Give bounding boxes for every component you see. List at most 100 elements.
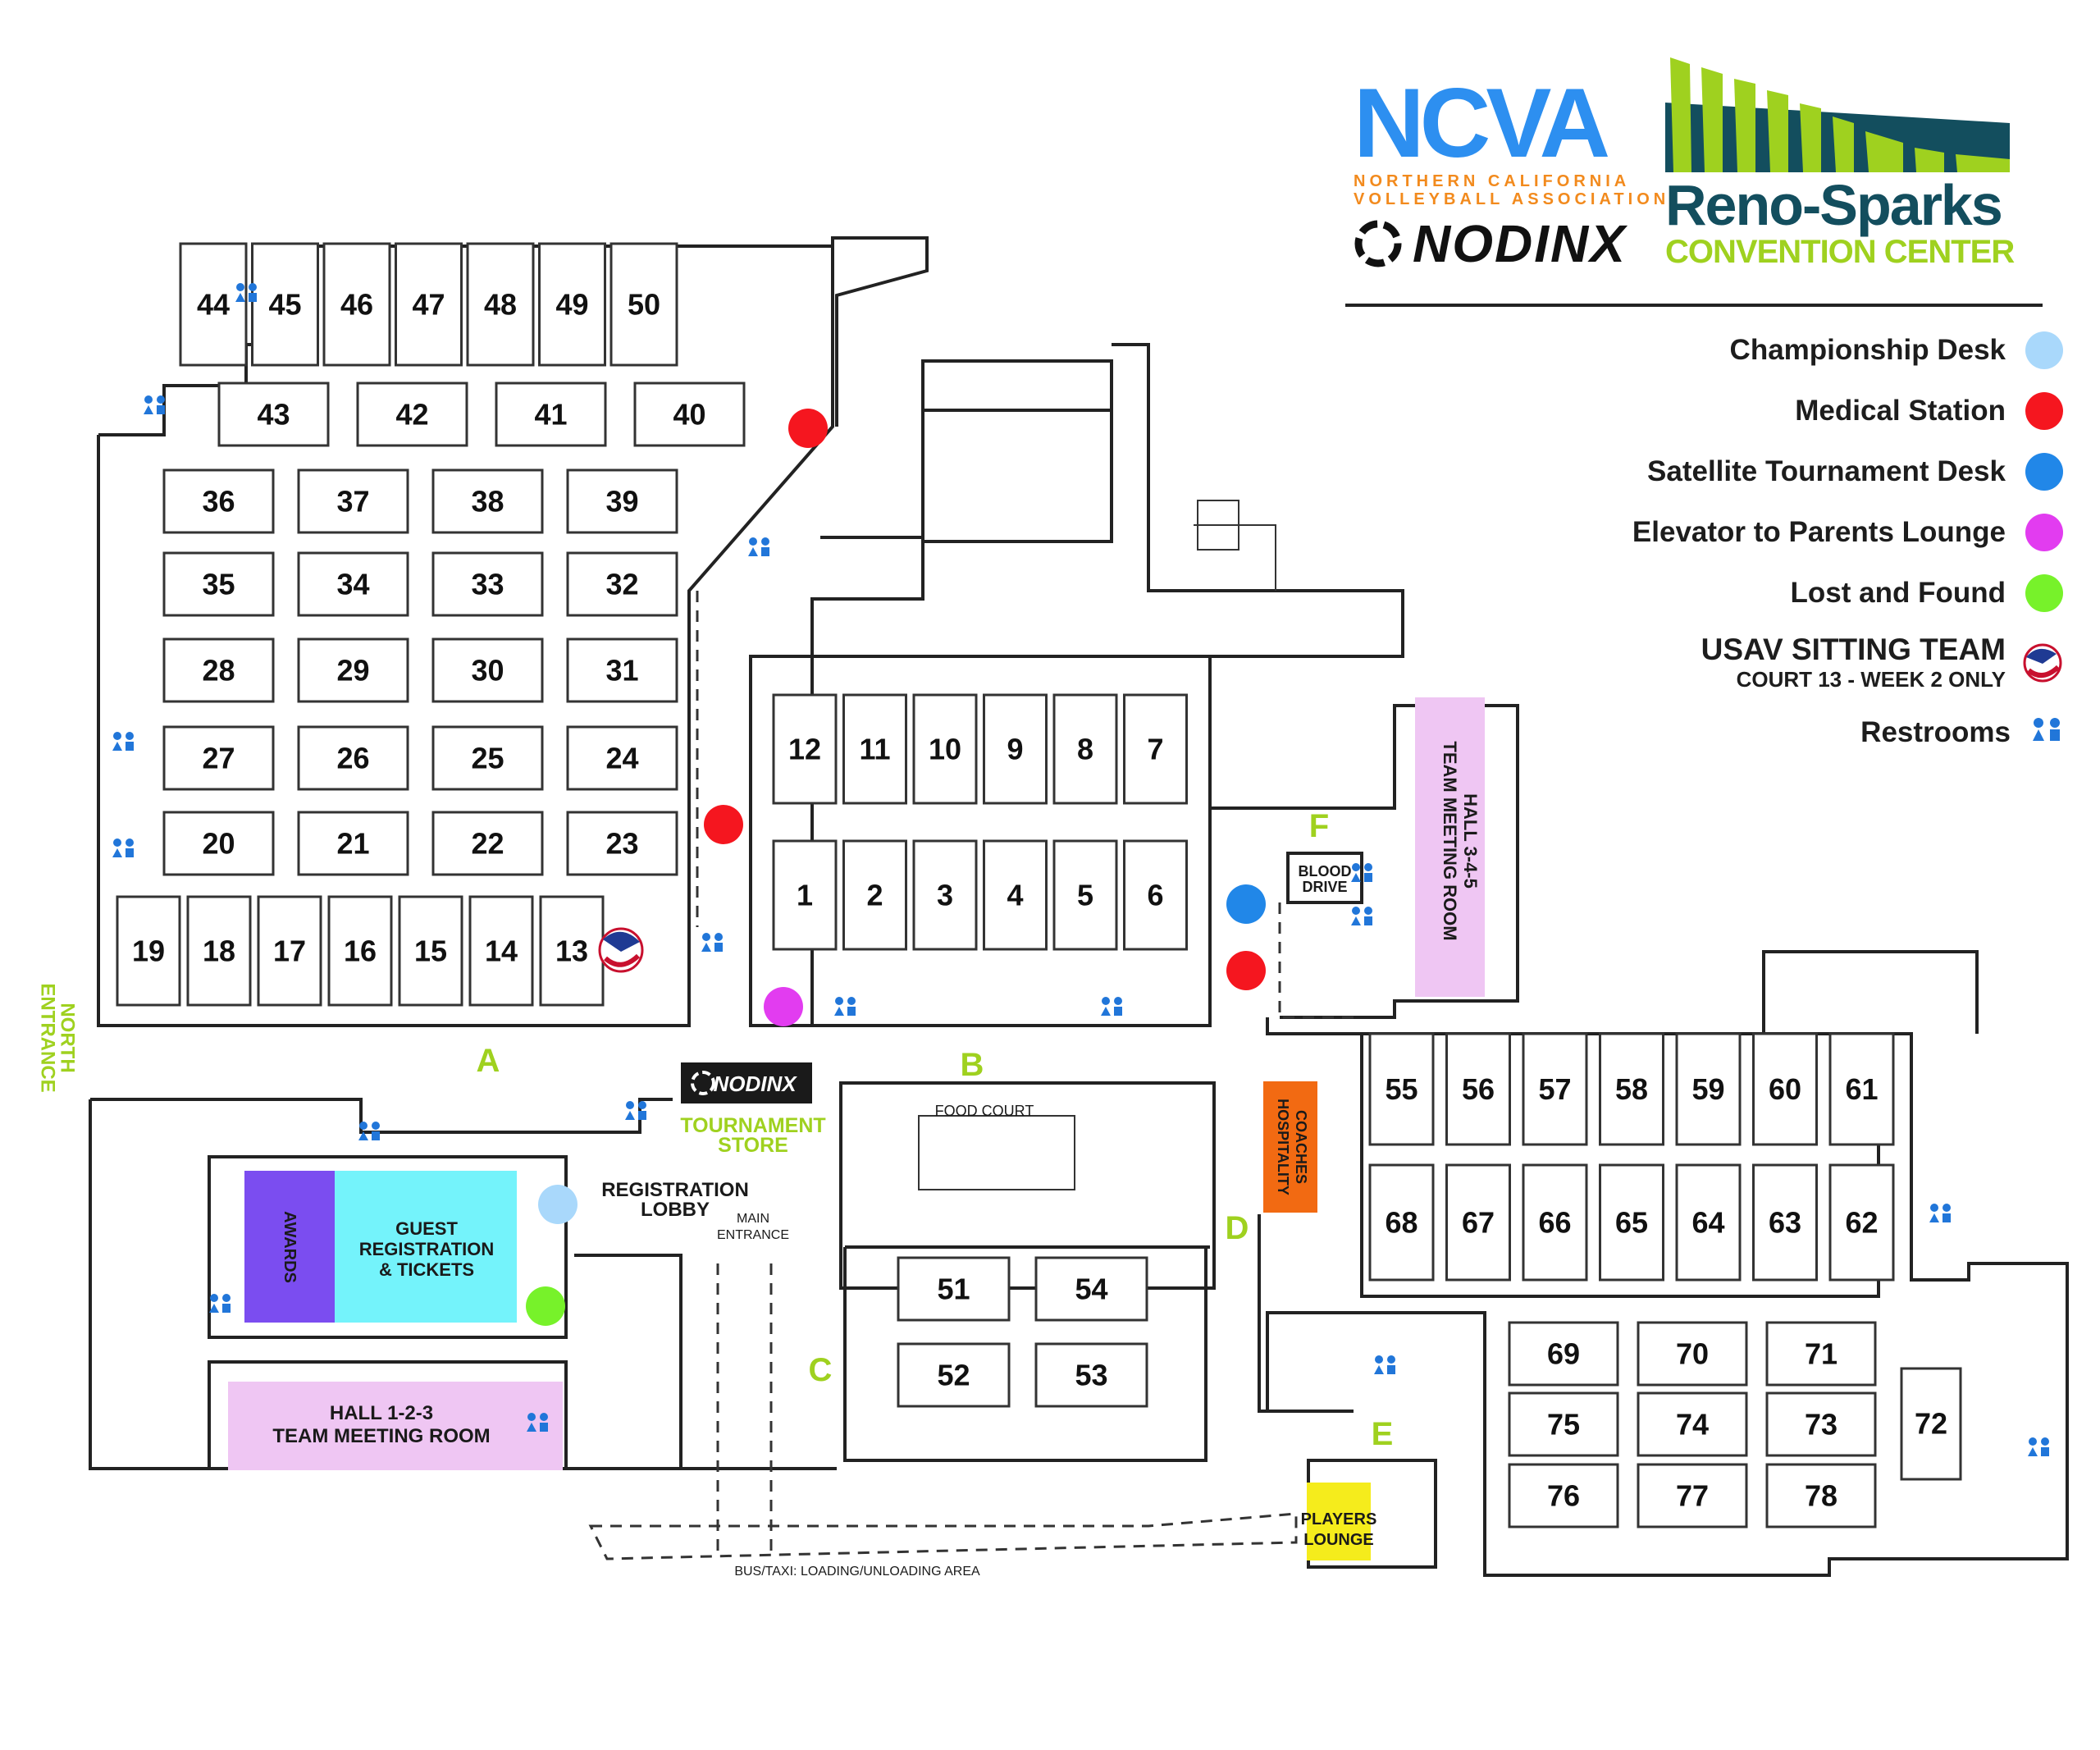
court-number: 55 xyxy=(1385,1072,1418,1106)
court-44[interactable]: 44 xyxy=(179,242,248,367)
court-box xyxy=(257,895,322,1007)
court-58[interactable]: 58 xyxy=(1599,1032,1664,1146)
legend-item-championship-desk: Championship Desk xyxy=(1571,320,2063,381)
court-38[interactable]: 38 xyxy=(431,468,544,534)
championship-desk-marker[interactable] xyxy=(538,1185,578,1224)
court-24[interactable]: 24 xyxy=(566,725,678,791)
court-35[interactable]: 35 xyxy=(162,551,275,617)
court-box xyxy=(162,811,275,876)
court-box xyxy=(217,382,330,447)
court-8[interactable]: 8 xyxy=(1052,693,1118,805)
court-59[interactable]: 59 xyxy=(1675,1032,1742,1146)
court-7[interactable]: 7 xyxy=(1123,693,1188,805)
court-67[interactable]: 67 xyxy=(1445,1163,1511,1282)
court-45[interactable]: 45 xyxy=(251,242,319,367)
court-33[interactable]: 33 xyxy=(431,551,544,617)
court-37[interactable]: 37 xyxy=(297,468,409,534)
court-61[interactable]: 61 xyxy=(1828,1032,1895,1146)
court-74[interactable]: 74 xyxy=(1637,1391,1748,1457)
court-41[interactable]: 41 xyxy=(495,382,607,447)
court-69[interactable]: 69 xyxy=(1508,1321,1619,1387)
court-64[interactable]: 64 xyxy=(1675,1163,1742,1282)
court-box xyxy=(1765,1391,1877,1457)
court-50[interactable]: 50 xyxy=(609,242,678,367)
court-68[interactable]: 68 xyxy=(1368,1163,1435,1282)
court-63[interactable]: 63 xyxy=(1752,1163,1818,1282)
court-36[interactable]: 36 xyxy=(162,468,275,534)
court-30[interactable]: 30 xyxy=(431,637,544,703)
medical-station-marker[interactable] xyxy=(788,409,828,448)
court-76[interactable]: 76 xyxy=(1508,1463,1619,1528)
court-52[interactable]: 52 xyxy=(897,1342,1011,1408)
court-23[interactable]: 23 xyxy=(566,811,678,876)
court-box xyxy=(1508,1391,1619,1457)
court-25[interactable]: 25 xyxy=(431,725,544,791)
court-47[interactable]: 47 xyxy=(395,242,463,367)
court-14[interactable]: 14 xyxy=(468,895,534,1007)
court-53[interactable]: 53 xyxy=(1034,1342,1148,1408)
court-17[interactable]: 17 xyxy=(257,895,322,1007)
court-number: 68 xyxy=(1385,1206,1418,1240)
court-26[interactable]: 26 xyxy=(297,725,409,791)
court-2[interactable]: 2 xyxy=(842,839,907,951)
legend-item-usav: USAV SITTING TEAM COURT 13 - WEEK 2 ONLY xyxy=(1571,624,2063,702)
restroom-icon xyxy=(1351,907,1372,925)
court-20[interactable]: 20 xyxy=(162,811,275,876)
court-4[interactable]: 4 xyxy=(983,839,1048,951)
court-5[interactable]: 5 xyxy=(1052,839,1118,951)
court-22[interactable]: 22 xyxy=(431,811,544,876)
lost-and-found-marker[interactable] xyxy=(526,1286,565,1326)
court-18[interactable]: 18 xyxy=(186,895,252,1007)
court-75[interactable]: 75 xyxy=(1508,1391,1619,1457)
court-box xyxy=(162,468,275,534)
court-6[interactable]: 6 xyxy=(1123,839,1188,951)
court-10[interactable]: 10 xyxy=(912,693,978,805)
court-27[interactable]: 27 xyxy=(162,725,275,791)
court-49[interactable]: 49 xyxy=(538,242,606,367)
elevator-parents-lounge-marker[interactable] xyxy=(764,987,803,1026)
court-66[interactable]: 66 xyxy=(1522,1163,1588,1282)
court-46[interactable]: 46 xyxy=(322,242,391,367)
court-29[interactable]: 29 xyxy=(297,637,409,703)
court-65[interactable]: 65 xyxy=(1599,1163,1664,1282)
court-3[interactable]: 3 xyxy=(912,839,978,951)
court-21[interactable]: 21 xyxy=(297,811,409,876)
court-39[interactable]: 39 xyxy=(566,468,678,534)
court-42[interactable]: 42 xyxy=(356,382,468,447)
court-box xyxy=(539,895,605,1007)
court-19[interactable]: 19 xyxy=(116,895,181,1007)
court-15[interactable]: 15 xyxy=(398,895,463,1007)
court-32[interactable]: 32 xyxy=(566,551,678,617)
court-28[interactable]: 28 xyxy=(162,637,275,703)
court-box xyxy=(327,895,393,1007)
court-43[interactable]: 43 xyxy=(217,382,330,447)
court-62[interactable]: 62 xyxy=(1828,1163,1895,1282)
court-71[interactable]: 71 xyxy=(1765,1321,1877,1387)
court-9[interactable]: 9 xyxy=(983,693,1048,805)
usav-volleyball-icon[interactable] xyxy=(598,927,644,973)
court-72[interactable]: 72 xyxy=(1900,1367,1962,1481)
court-60[interactable]: 60 xyxy=(1752,1032,1818,1146)
satellite-tournament-desk-marker[interactable] xyxy=(1226,884,1266,924)
court-56[interactable]: 56 xyxy=(1445,1032,1511,1146)
court-40[interactable]: 40 xyxy=(633,382,746,447)
court-57[interactable]: 57 xyxy=(1522,1032,1588,1146)
court-55[interactable]: 55 xyxy=(1368,1032,1435,1146)
court-13[interactable]: 13 xyxy=(539,895,605,1007)
court-1[interactable]: 1 xyxy=(772,839,838,951)
court-34[interactable]: 34 xyxy=(297,551,409,617)
medical-station-marker[interactable] xyxy=(1226,951,1266,990)
medical-station-marker[interactable] xyxy=(704,805,743,844)
court-31[interactable]: 31 xyxy=(566,637,678,703)
court-54[interactable]: 54 xyxy=(1034,1256,1148,1322)
court-70[interactable]: 70 xyxy=(1637,1321,1748,1387)
court-11[interactable]: 11 xyxy=(842,693,907,805)
tournament-store-label-2: STORE xyxy=(718,1134,788,1157)
court-16[interactable]: 16 xyxy=(327,895,393,1007)
court-77[interactable]: 77 xyxy=(1637,1463,1748,1528)
court-48[interactable]: 48 xyxy=(466,242,535,367)
court-73[interactable]: 73 xyxy=(1765,1391,1877,1457)
court-51[interactable]: 51 xyxy=(897,1256,1011,1322)
court-78[interactable]: 78 xyxy=(1765,1463,1877,1528)
court-12[interactable]: 12 xyxy=(772,693,838,805)
